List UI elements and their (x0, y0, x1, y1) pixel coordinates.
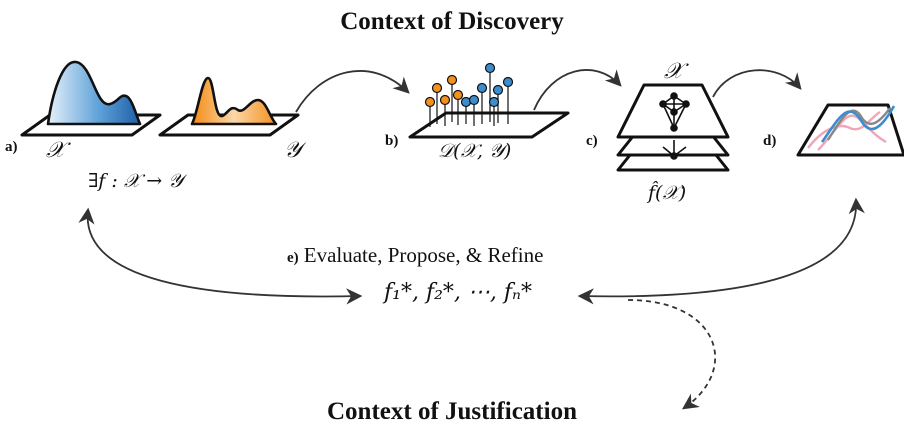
dataset-plane (408, 62, 570, 139)
x-distribution-plane (20, 60, 162, 137)
neural-network-icon (659, 92, 690, 160)
arrow-c-to-d (712, 69, 802, 98)
model-input-label: 𝒳 (664, 59, 683, 84)
panel-label-c: c) (586, 133, 598, 149)
dataset-label: 𝒟(𝒳, 𝒴) (438, 140, 512, 162)
y-distribution-plane (158, 76, 300, 137)
model-output-label: f̂(𝒳) (648, 182, 687, 204)
panel-label-e: e) (287, 250, 299, 266)
panel-label-a: a) (5, 139, 18, 155)
arrow-b-to-c (533, 69, 622, 111)
evaluate-propose-refine: e) Evaluate, Propose, & Refine (287, 243, 543, 268)
loop-arrow-right (577, 197, 865, 305)
context-of-justification-title: Context of Justification (327, 398, 577, 425)
x-space-label: 𝒳 (46, 138, 65, 163)
context-of-discovery-title: Context of Discovery (340, 8, 564, 35)
y-space-label: 𝒴 (284, 138, 302, 163)
exists-function-label: ∃f : 𝒳 → 𝒴 (88, 170, 184, 192)
loop-arrow-left (78, 207, 363, 305)
arrow-a-to-b (295, 70, 410, 113)
fitted-function-plane (796, 103, 904, 157)
panel-label-d: d) (763, 133, 777, 149)
justification-arrow (627, 299, 717, 410)
loop-text: Evaluate, Propose, & Refine (303, 243, 544, 267)
panel-label-b: b) (385, 133, 399, 149)
candidate-functions-label: f₁*, f₂*, ⋯, fₙ* (384, 280, 532, 305)
model-stack (616, 83, 730, 172)
